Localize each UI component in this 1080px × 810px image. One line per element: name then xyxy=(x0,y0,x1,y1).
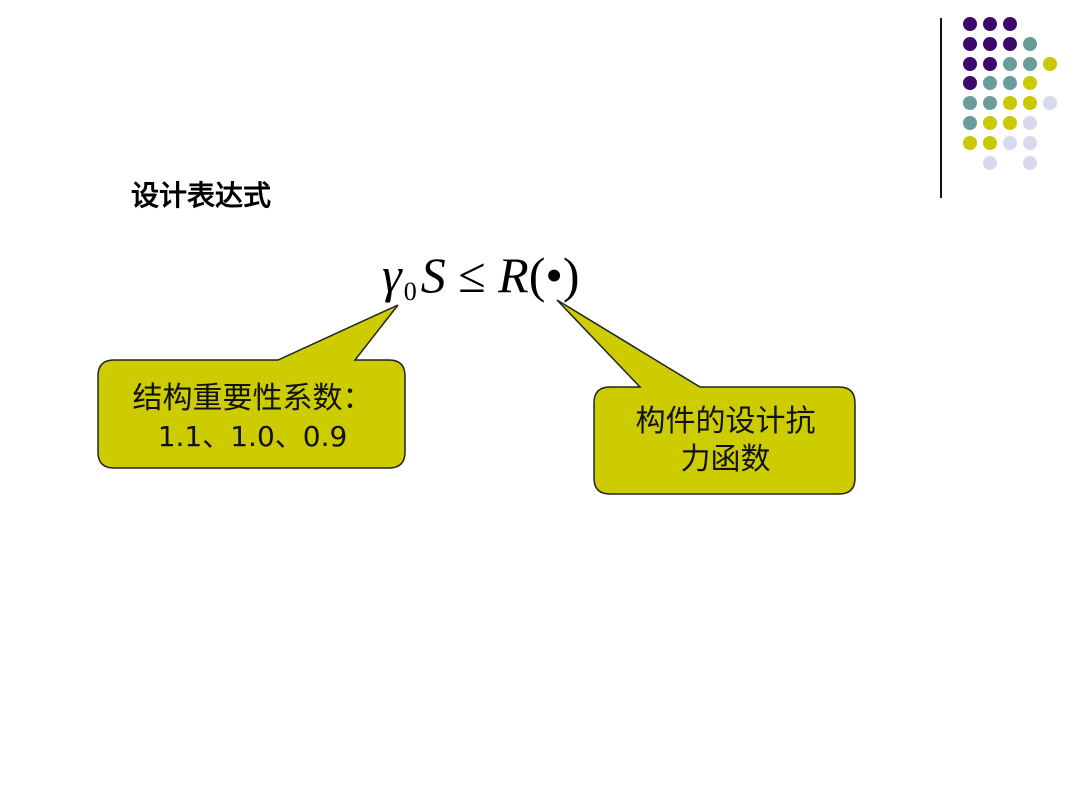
formula-r: R xyxy=(498,247,529,303)
callout-left-label: 结构重要性系数： xyxy=(132,381,373,416)
decorative-dot xyxy=(1023,135,1037,150)
decorative-dot xyxy=(983,135,997,150)
decorative-dot xyxy=(963,17,977,31)
decorative-dot xyxy=(963,135,977,150)
decorative-dot xyxy=(1023,116,1037,130)
callout-right-line1: 构件的设计抗 xyxy=(635,404,816,439)
formula-subscript: 0 xyxy=(403,277,417,306)
decorative-dot xyxy=(963,36,977,51)
decorative-dot xyxy=(1003,96,1017,111)
decorative-dot xyxy=(1023,155,1037,170)
decorative-dot xyxy=(1023,36,1037,51)
formula-s: S xyxy=(420,247,446,303)
formula-gamma: γ xyxy=(382,247,402,303)
callout-left-shape xyxy=(97,304,406,469)
decorative-dot xyxy=(983,155,997,170)
decorative-dot xyxy=(1003,56,1017,71)
callout-right-shape xyxy=(556,299,856,495)
decorative-dot xyxy=(983,116,997,130)
decorative-dot xyxy=(1003,76,1017,91)
decorative-dot xyxy=(963,96,977,111)
decorative-dot xyxy=(1023,56,1037,71)
callout-left-text: 结构重要性系数： 1.1、1.0、0.9 xyxy=(100,380,405,456)
callout-right-text: 构件的设计抗 力函数 xyxy=(596,403,855,479)
callout-right-line2: 力函数 xyxy=(680,442,771,477)
slide-heading: 设计表达式 xyxy=(131,179,272,212)
decorative-dot xyxy=(963,56,977,71)
decorative-divider xyxy=(940,18,942,198)
decorative-dot xyxy=(963,76,977,91)
decorative-dot xyxy=(1003,116,1017,130)
decorative-dot xyxy=(983,96,997,111)
decorative-dot xyxy=(1043,56,1057,71)
decorative-dot xyxy=(1023,96,1037,111)
decorative-dot xyxy=(983,76,997,91)
callout-left-values: 1.1、1.0、0.9 xyxy=(157,420,348,453)
decorative-dot xyxy=(1003,17,1017,31)
decorative-dot xyxy=(983,17,997,31)
decorative-dot xyxy=(983,56,997,71)
decorative-dot xyxy=(1003,135,1017,150)
decorative-dot xyxy=(1003,36,1017,51)
decorative-dot xyxy=(1043,96,1057,111)
decorative-dot xyxy=(1023,76,1037,91)
formula-operator: ≤ xyxy=(458,247,486,303)
decorative-dot xyxy=(983,36,997,51)
design-formula: γ0S ≤ R(•) xyxy=(382,246,580,307)
formula-argument: (•) xyxy=(528,247,580,303)
decorative-dot xyxy=(963,116,977,130)
